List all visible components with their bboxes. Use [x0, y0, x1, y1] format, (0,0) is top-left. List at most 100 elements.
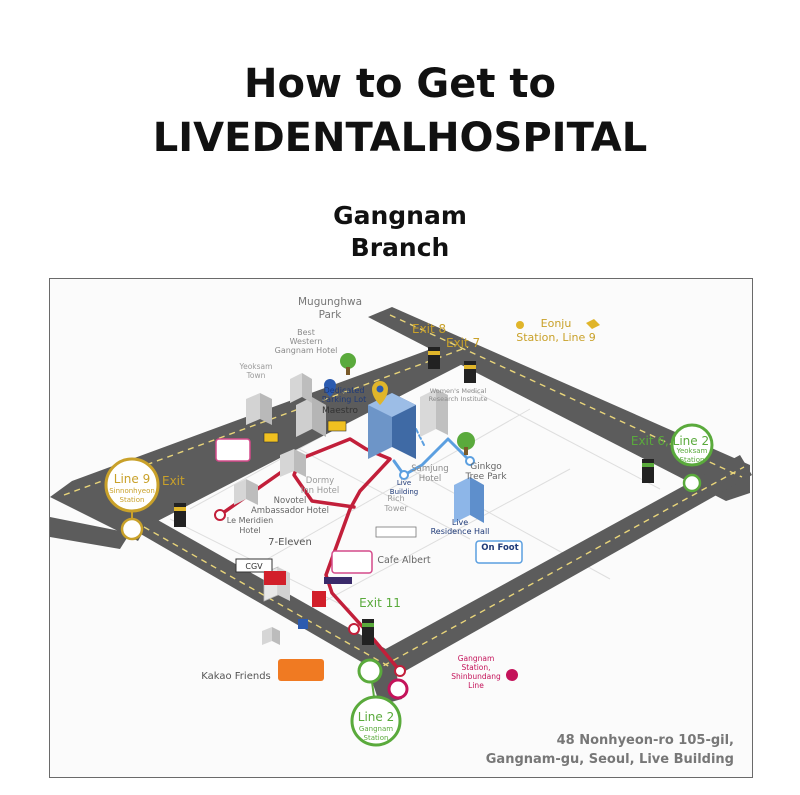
map-canvas: Mugunghwa Park Exit 8 Exit 7 Eonju Stati… [50, 296, 752, 747]
label-gangnam-shinbundang: Shinbundang [451, 672, 501, 681]
label-yeoksam-town: Yeoksam [239, 362, 273, 371]
label-parking: Parking Lot [322, 395, 367, 404]
address-block: 48 Nonhyeon-ro 105-gil, Gangnam-gu, Seou… [486, 731, 734, 769]
exit-pillar-band [362, 623, 374, 627]
label-exit-left: Exit [162, 474, 185, 488]
live-building-tower [368, 393, 416, 459]
label-live-building: Building [390, 488, 418, 496]
cgv-logo-icon [264, 571, 286, 585]
label-lemeridien: Le Meridien [227, 516, 273, 525]
label-eonju: Station, Line 9 [516, 331, 596, 344]
shinbundang-marker-icon [387, 669, 518, 700]
dormy-inn-building [280, 449, 306, 477]
address-line1: 48 Nonhyeon-ro 105-gil, [556, 733, 734, 748]
label-exit8: Exit 8 [412, 322, 446, 336]
dedicated-parking-building [296, 397, 326, 437]
parking-pin-icon [324, 379, 336, 397]
exit-pillar-band [428, 351, 440, 355]
label-samjung: Hotel [419, 474, 442, 484]
exit-11-pillar-icon [362, 619, 374, 645]
church-sign [375, 526, 417, 538]
label-mugunghwa: Park [319, 309, 343, 321]
label-live-residence: Residence Hall [431, 527, 490, 536]
novotel-building [234, 479, 258, 505]
label-rich-tower: Rich [387, 494, 404, 503]
label-best-western: Gangnam Hotel [275, 346, 338, 355]
subway-exits [174, 347, 654, 645]
label-gangnam-shinbundang: Station, [461, 663, 490, 672]
pin-dot [376, 385, 384, 393]
label-ginkgo: Tree Park [464, 472, 507, 482]
walk-sign-red-icon [331, 550, 373, 574]
red-route-dots [214, 509, 406, 677]
label-lemeridien: Hotel [239, 526, 260, 535]
station-markers [104, 319, 714, 747]
line9-sinnonhyeon-marker-icon [104, 457, 160, 541]
route-blue [392, 437, 472, 477]
label-live-building: Live [397, 479, 411, 487]
directions-map: Mugunghwa Park Exit 8 Exit 7 Eonju Stati… [49, 278, 753, 778]
label-gangnam-station: Station [364, 734, 389, 742]
label-womens-institute: Women's Medical [430, 387, 487, 395]
road-west-stub [50, 517, 130, 549]
label-samjung: Samjung [411, 464, 448, 474]
label-dormy-inn: Inn Hotel [301, 486, 340, 496]
road-centerline [143, 526, 391, 668]
eonju-marker-icon [516, 319, 600, 329]
road-centerline [373, 466, 745, 672]
road-east [360, 455, 752, 683]
label-novotel: Novotel [274, 496, 307, 506]
exit-pillar-band [464, 365, 476, 369]
label-gangnam-station: Gangnam [359, 725, 393, 733]
exit-pillar-band [174, 507, 186, 511]
label-dormy-inn: Dormy [306, 476, 334, 486]
label-ginkgo: Ginkgo [470, 462, 502, 472]
mugunghwa-park-tree-icon [340, 353, 356, 369]
label-sinnonhyeon: Station [120, 496, 145, 504]
bus-icon [263, 432, 279, 443]
label-line9: Line 9 [114, 472, 150, 486]
blue-route-dots [399, 456, 475, 480]
label-on-foot: On Foot [481, 543, 518, 553]
bus-stop-sign [278, 659, 324, 681]
tree-trunk [346, 367, 350, 375]
page-title-line1: How to Get to [244, 61, 556, 107]
label-yeoksam-station: Yeoksam [676, 447, 708, 455]
megabox-sign [324, 577, 352, 584]
label-yeoksam-station: Station [680, 456, 705, 464]
label-exit7: Exit 7 [446, 336, 480, 350]
page-title-line2: LIVEDENTALHOSPITAL [152, 115, 648, 161]
label-womens-institute: Research Institute [429, 395, 488, 403]
line2-yeoksam-marker-icon [670, 423, 714, 493]
label-kakao: Kakao Friends [201, 671, 271, 682]
parking-p-icon [298, 619, 308, 629]
label-best-western: Best [297, 328, 315, 337]
address-line2: Gangnam-gu, Seoul, Live Building [485, 752, 734, 767]
label-maestro: Maestro [322, 406, 359, 416]
label-live-residence: Live [452, 518, 468, 527]
exit-left-pillar-icon [174, 503, 186, 527]
kakao-building [262, 627, 280, 645]
label-exit6: Exit 6, Line 2 [631, 434, 709, 448]
label-rich-tower: Tower [383, 504, 408, 513]
signs [215, 379, 523, 681]
exit-pillar-band [642, 463, 654, 467]
label-mugunghwa: Mugunghwa [298, 296, 362, 308]
tree-trunk [464, 447, 468, 455]
trees [340, 353, 475, 455]
ginkgo-park-tree-icon [457, 432, 475, 450]
label-7eleven: 7-Eleven [268, 537, 312, 548]
label-cafe-albert: Cafe Albert [377, 555, 431, 566]
label-sinnonhyeon: Sinnonhyeon [109, 487, 155, 495]
line2-gangnam-marker-icon [350, 658, 402, 747]
label-parking: Dedicated [324, 386, 365, 395]
label-gangnam-shinbundang: Line [468, 681, 484, 690]
live-building-pin-icon [372, 381, 388, 405]
route-red-main [218, 437, 402, 673]
womens-institute-building [420, 389, 448, 437]
label-line2: Line 2 [358, 710, 394, 724]
label-best-western: Western [290, 337, 323, 346]
walk-sign-blue-icon [475, 540, 523, 564]
label-eonju: Eonju [541, 317, 572, 330]
branch-title-line1: Gangnam [333, 201, 467, 230]
